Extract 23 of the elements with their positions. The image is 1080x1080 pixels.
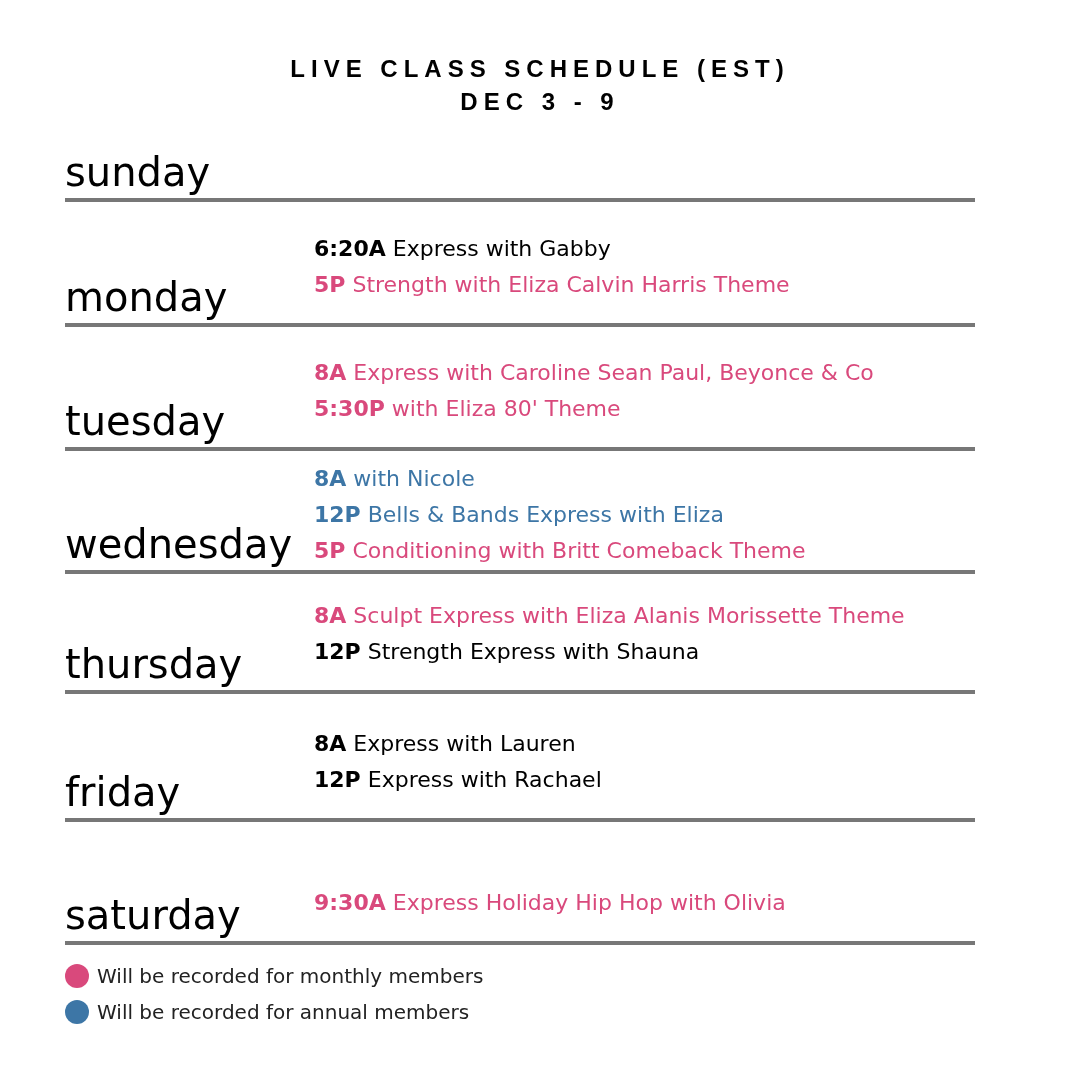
class-entry: 8A Express with Caroline Sean Paul, Beyonce & Co <box>314 359 874 387</box>
class-entry: 5P Conditioning with Britt Comeback Theme <box>314 537 806 565</box>
class-entry: 12P Bells & Bands Express with Eliza <box>314 501 724 529</box>
day-name: wednesday <box>65 520 293 568</box>
class-entry: 8A Express with Lauren <box>314 730 576 758</box>
day-name: thursday <box>65 640 243 688</box>
class-entry: 8A Sculpt Express with Eliza Alanis Morissette Theme <box>314 602 905 630</box>
day-name: sunday <box>65 148 211 196</box>
class-entry: 12P Strength Express with Shauna <box>314 638 700 666</box>
class-entry: 6:20A Express with Gabby <box>314 235 611 263</box>
day-name: tuesday <box>65 397 226 445</box>
class-entry: 8A with Nicole <box>314 465 475 493</box>
legend-text: Will be recorded for monthly members <box>97 964 484 988</box>
legend-text: Will be recorded for annual members <box>97 1000 470 1024</box>
day-name: monday <box>65 273 228 321</box>
class-entry: 5P Strength with Eliza Calvin Harris Theme <box>314 271 790 299</box>
class-entry: 5:30P with Eliza 80' Theme <box>314 395 621 423</box>
day-name: saturday <box>65 891 241 939</box>
date-range: DEC 3 - 9 <box>459 88 621 116</box>
class-entry: 12P Express with Rachael <box>314 766 602 794</box>
day-name: friday <box>65 768 181 816</box>
schedule-title: LIVE CLASS SCHEDULE (EST) <box>289 55 791 83</box>
class-entry: 9:30A Express Holiday Hip Hop with Olivia <box>314 889 786 917</box>
